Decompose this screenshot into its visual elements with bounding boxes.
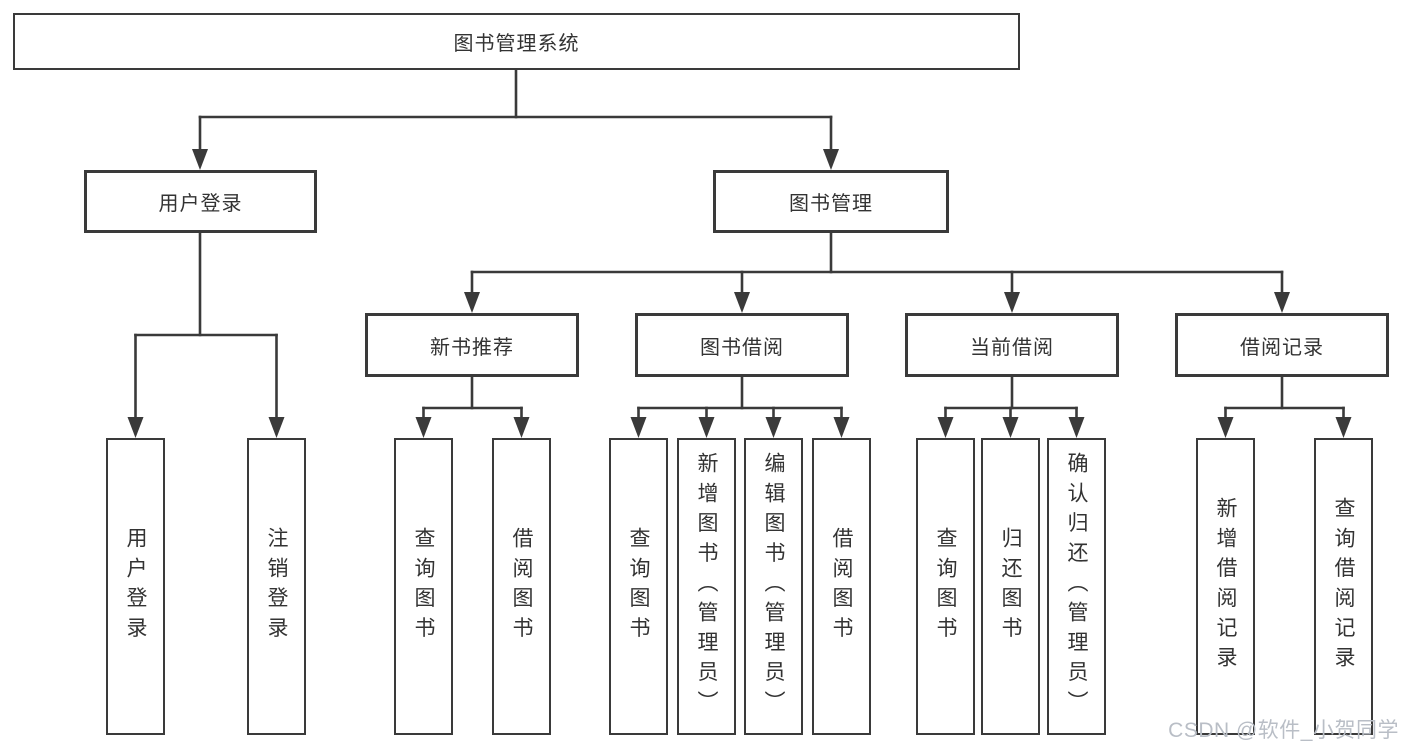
node-borrow-books-1: 借阅图书: [492, 438, 551, 735]
node-edit-books-admin: 编辑图书（管理员）: [744, 438, 803, 735]
arrow-down-icon: [1002, 406, 1019, 438]
node-user-login-group: 用户登录: [84, 170, 317, 233]
node-add-books-admin: 新增图书（管理员）: [677, 438, 736, 735]
arrow-down-icon: [415, 406, 432, 438]
arrow-down-icon: [734, 270, 750, 313]
arrow-down-icon: [127, 333, 144, 438]
arrow-down-icon: [833, 406, 850, 438]
node-user-login: 用户登录: [106, 438, 165, 735]
node-current-borrowing: 当前借阅: [905, 313, 1119, 377]
node-borrowing-records: 借阅记录: [1175, 313, 1389, 377]
arrow-down-icon: [192, 115, 208, 170]
arrow-down-icon: [630, 406, 647, 438]
arrow-down-icon: [1335, 406, 1352, 438]
node-new-book-recommend: 新书推荐: [365, 313, 579, 377]
csdn-watermark: CSDN @软件_小贺同学: [1168, 719, 1399, 742]
arrow-down-icon: [698, 406, 715, 438]
node-query-books-1: 查询图书: [394, 438, 453, 735]
arrow-down-icon: [823, 115, 839, 170]
arrow-down-icon: [937, 406, 954, 438]
node-borrow-books-2: 借阅图书: [812, 438, 871, 735]
node-confirm-return-admin: 确认归还（管理员）: [1047, 438, 1106, 735]
node-return-books: 归还图书: [981, 438, 1040, 735]
node-query-borrow-record: 查询借阅记录: [1314, 438, 1373, 735]
arrow-down-icon: [1068, 406, 1085, 438]
arrow-down-icon: [268, 333, 285, 438]
arrow-down-icon: [765, 406, 782, 438]
node-query-books-2: 查询图书: [609, 438, 668, 735]
node-query-books-3: 查询图书: [916, 438, 975, 735]
arrow-down-icon: [1217, 406, 1234, 438]
node-logout: 注销登录: [247, 438, 306, 735]
arrow-down-icon: [1004, 270, 1020, 313]
node-book-borrowing: 图书借阅: [635, 313, 849, 377]
arrow-down-icon: [464, 270, 480, 313]
node-book-management: 图书管理: [713, 170, 949, 233]
arrow-down-icon: [513, 406, 530, 438]
node-library-management-system: 图书管理系统: [13, 13, 1020, 70]
node-add-borrow-record: 新增借阅记录: [1196, 438, 1255, 735]
arrow-down-icon: [1274, 270, 1290, 313]
